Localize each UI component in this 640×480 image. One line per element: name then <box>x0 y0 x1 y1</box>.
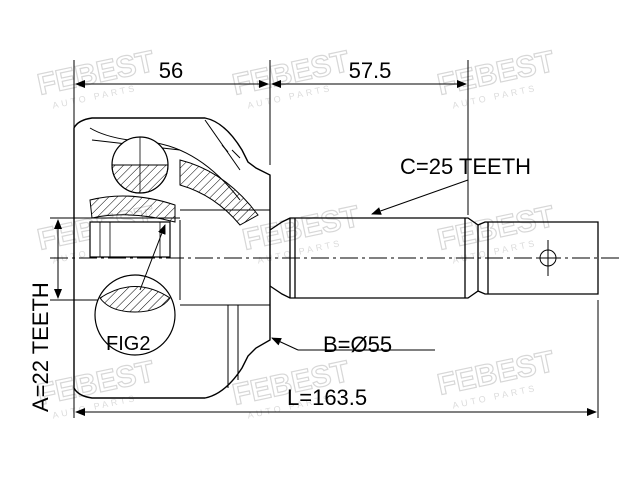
outer-spline-label: C=25 TEETH <box>400 154 531 179</box>
diameter-leader <box>271 337 299 351</box>
joint-housing <box>73 117 271 399</box>
spline-c-leader <box>371 179 469 215</box>
shaft <box>269 217 599 299</box>
fig2-detail-hatch <box>99 286 171 313</box>
watermark-logo: FEBEST AUTO PARTS <box>434 44 558 110</box>
thread-center-mark <box>538 240 558 276</box>
dim-shaft-length: 57.5 <box>349 58 392 83</box>
fig2-label: FIG2 <box>106 333 150 355</box>
watermark-logo: FEBEST AUTO PARTS <box>434 344 558 410</box>
inner-spline-label: A=22 TEETH <box>28 282 53 412</box>
inner-spline-bore <box>89 221 171 258</box>
inner-race-section <box>89 195 176 223</box>
watermark-logo: FEBEST AUTO PARTS <box>34 44 158 110</box>
diameter-label: B=Ø55 <box>323 332 392 357</box>
outer-race-section <box>179 159 259 226</box>
fig2-leader <box>139 224 166 291</box>
watermark-logo: FEBEST AUTO PARTS <box>229 44 353 110</box>
total-length-label: L=163.5 <box>287 385 367 410</box>
dim-joint-length: 56 <box>159 58 183 83</box>
